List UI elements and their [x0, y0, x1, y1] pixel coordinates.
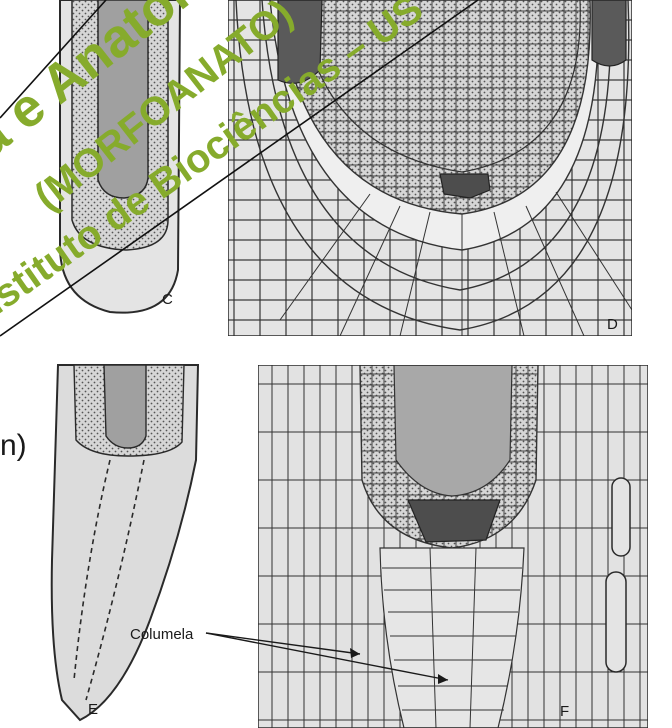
- panel-f: [258, 365, 648, 728]
- cut-off-text: n): [0, 429, 27, 462]
- panel-f-letter: F: [560, 703, 569, 720]
- panel-f-columella-region: [380, 548, 524, 728]
- panel-e: E: [52, 365, 198, 720]
- panel-c-letter: C: [162, 291, 173, 308]
- sloughed-cell-lower: [606, 572, 626, 672]
- columela-label: Columela: [130, 626, 194, 643]
- panel-d-letter: D: [607, 316, 618, 333]
- panel-f-stele: [394, 365, 512, 496]
- sloughed-cell-upper: [612, 478, 630, 556]
- panel-e-stele: [104, 365, 146, 448]
- panel-d: [228, 0, 632, 336]
- panel-d-dark-right: [592, 0, 626, 66]
- panel-e-letter: E: [88, 701, 98, 718]
